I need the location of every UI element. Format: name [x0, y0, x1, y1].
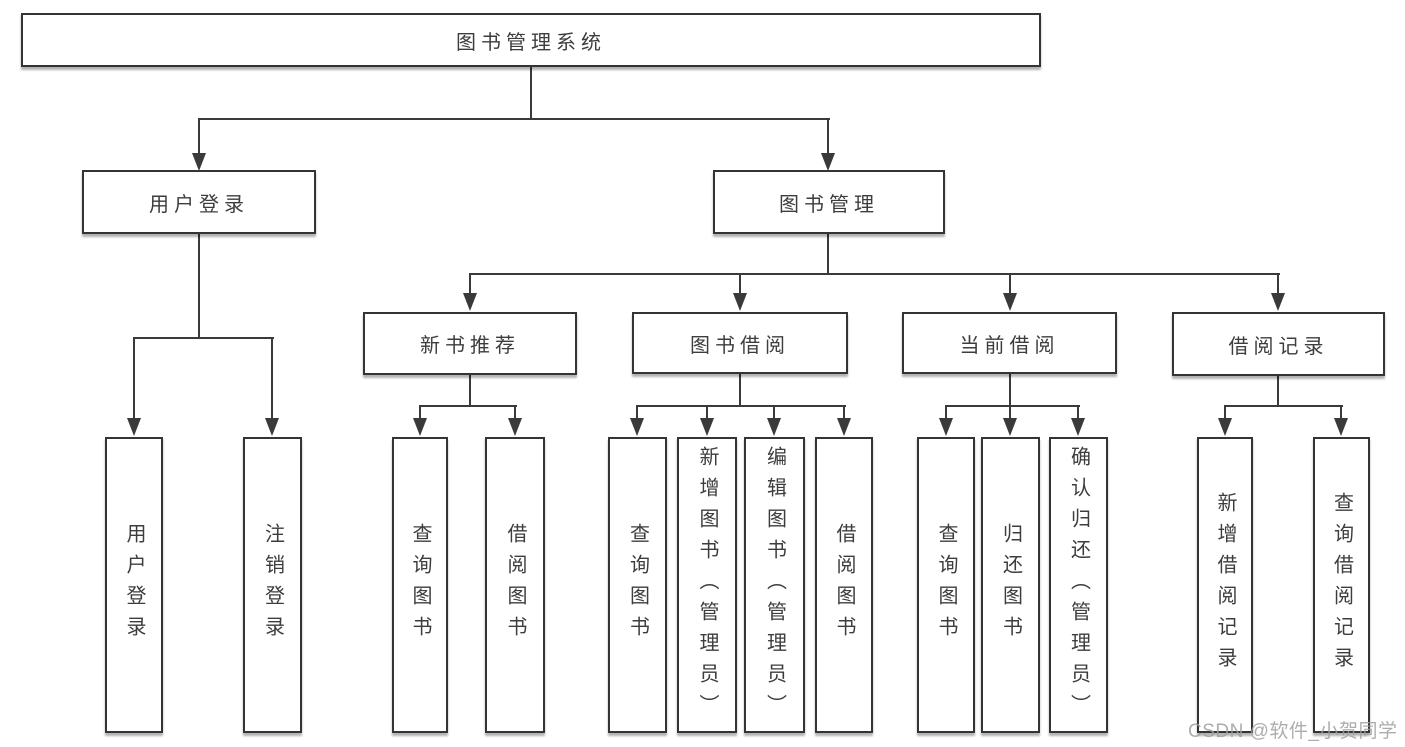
- connector-line: [1277, 373, 1279, 406]
- arrowhead-icon: [1271, 293, 1285, 311]
- arrowhead-icon: [837, 418, 851, 436]
- arrow-stem: [469, 274, 471, 295]
- arrow-stem: [945, 406, 947, 420]
- arrow-down: [1071, 406, 1085, 436]
- leaf-edit-books-admin: 编辑图书（管理员）: [744, 437, 805, 733]
- leaf-logout: 注销登录: [243, 437, 302, 733]
- arrowhead-icon: [1071, 418, 1085, 436]
- arrow-down: [767, 406, 781, 436]
- arrowhead-icon: [192, 153, 206, 171]
- arrow-down: [1218, 406, 1232, 436]
- arrow-down: [1271, 274, 1285, 311]
- arrow-stem: [636, 406, 638, 420]
- arrow-stem: [1277, 274, 1279, 295]
- arrow-down: [939, 406, 953, 436]
- connector-line: [1224, 405, 1343, 407]
- arrowhead-icon: [767, 418, 781, 436]
- connector-line: [636, 405, 846, 407]
- arrowhead-icon: [733, 293, 747, 311]
- arrowhead-icon: [413, 418, 427, 436]
- node-book-management: 图书管理: [713, 170, 945, 234]
- arrow-down: [463, 274, 477, 311]
- leaf-add-borrow-record: 新增借阅记录: [1197, 437, 1253, 733]
- arrow-down: [265, 338, 279, 436]
- connector-line: [469, 273, 1280, 275]
- arrow-down: [127, 338, 141, 436]
- arrow-stem: [1340, 406, 1342, 420]
- leaf-user-login: 用户登录: [105, 437, 163, 733]
- arrow-stem: [706, 406, 708, 420]
- arrowhead-icon: [700, 418, 714, 436]
- leaf-return-books: 归还图书: [981, 437, 1040, 733]
- arrowhead-icon: [463, 293, 477, 311]
- arrow-down: [837, 406, 851, 436]
- arrow-stem: [843, 406, 845, 420]
- arrowhead-icon: [821, 153, 835, 171]
- arrow-stem: [271, 338, 273, 420]
- arrow-stem: [1009, 274, 1011, 295]
- arrow-down: [192, 119, 206, 171]
- node-current-borrowing: 当前借阅: [902, 312, 1117, 374]
- leaf-borrow-books-recommend: 借阅图书: [485, 437, 545, 733]
- arrowhead-icon: [265, 418, 279, 436]
- arrow-down: [733, 274, 747, 311]
- leaf-confirm-return-admin: 确认归还（管理员）: [1049, 437, 1108, 733]
- node-new-book-recommend: 新书推荐: [363, 312, 577, 375]
- connector-line: [198, 232, 200, 339]
- arrow-down: [700, 406, 714, 436]
- node-book-borrowing: 图书借阅: [632, 312, 848, 374]
- arrow-stem: [827, 119, 829, 155]
- leaf-query-books-borrowing: 查询图书: [608, 437, 667, 733]
- connector-line: [419, 405, 517, 407]
- arrow-down: [1334, 406, 1348, 436]
- connector-line: [133, 337, 274, 339]
- arrow-stem: [133, 338, 135, 420]
- connector-line: [739, 373, 741, 406]
- arrowhead-icon: [127, 418, 141, 436]
- connector-line: [198, 118, 830, 120]
- leaf-query-books-recommend: 查询图书: [392, 437, 448, 733]
- arrow-down: [413, 406, 427, 436]
- arrowhead-icon: [508, 418, 522, 436]
- leaf-borrow-books: 借阅图书: [815, 437, 873, 733]
- arrow-stem: [419, 406, 421, 420]
- csdn-watermark: CSDN @软件_小贺同学: [1188, 721, 1398, 742]
- leaf-query-books-current: 查询图书: [917, 437, 975, 733]
- connector-line: [945, 405, 1080, 407]
- arrow-down: [821, 119, 835, 171]
- arrow-stem: [198, 119, 200, 155]
- arrow-stem: [773, 406, 775, 420]
- arrow-stem: [1009, 406, 1011, 420]
- arrow-stem: [1077, 406, 1079, 420]
- arrowhead-icon: [630, 418, 644, 436]
- leaf-query-borrow-record: 查询借阅记录: [1313, 437, 1370, 733]
- arrow-stem: [739, 274, 741, 295]
- arrow-stem: [514, 406, 516, 420]
- node-user-login: 用户登录: [82, 170, 316, 234]
- arrowhead-icon: [939, 418, 953, 436]
- leaf-add-books-admin: 新增图书（管理员）: [677, 437, 737, 733]
- arrow-down: [1003, 274, 1017, 311]
- arrow-down: [1003, 406, 1017, 436]
- connector-line: [1009, 373, 1011, 406]
- connector-line: [827, 232, 829, 275]
- arrowhead-icon: [1003, 293, 1017, 311]
- arrowhead-icon: [1334, 418, 1348, 436]
- node-borrowing-records: 借阅记录: [1172, 312, 1385, 376]
- arrow-down: [508, 406, 522, 436]
- arrow-down: [630, 406, 644, 436]
- connector-line: [530, 67, 532, 120]
- arrowhead-icon: [1218, 418, 1232, 436]
- connector-line: [469, 373, 471, 406]
- arrowhead-icon: [1003, 418, 1017, 436]
- arrow-stem: [1224, 406, 1226, 420]
- node-root: 图书管理系统: [21, 13, 1041, 67]
